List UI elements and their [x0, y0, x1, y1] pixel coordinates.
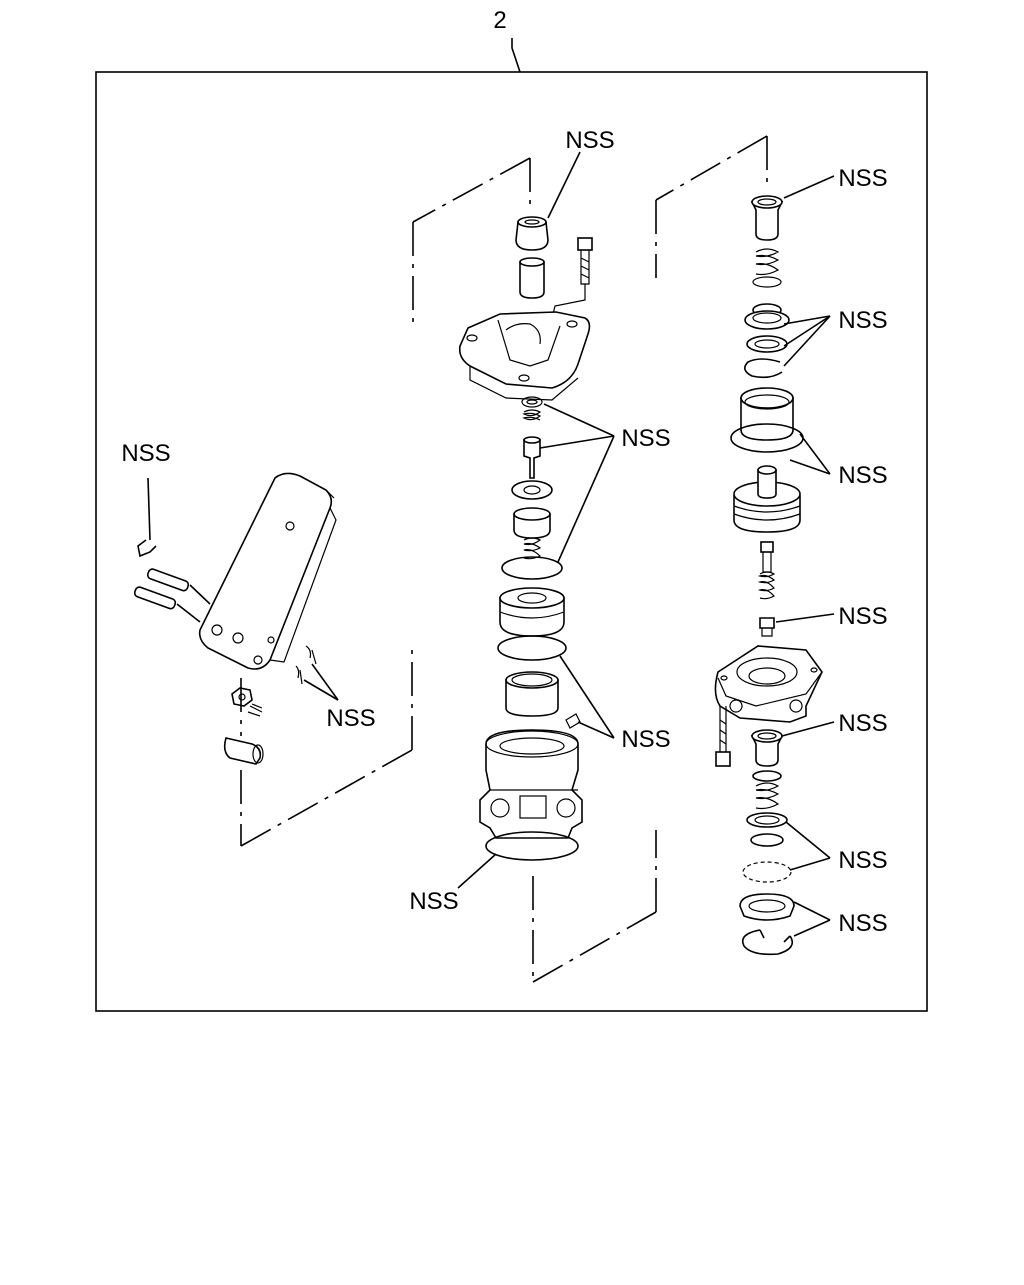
small-spring	[522, 409, 542, 421]
callout-right-screw: NSS	[838, 603, 887, 630]
callout-pedal-pins: NSS	[326, 705, 375, 732]
middle-oring	[497, 635, 567, 661]
leader-lines	[147, 151, 835, 937]
washer	[511, 480, 553, 500]
pedal-nut	[231, 687, 253, 707]
bottom-oring	[485, 831, 579, 861]
item-number-leader	[511, 38, 521, 73]
small-oring	[521, 396, 543, 408]
callout-bottom-oring: NSS	[409, 888, 458, 915]
upper-oring	[501, 556, 563, 580]
small-screw	[565, 713, 581, 729]
pedal-stopper-clip	[137, 539, 157, 558]
lower-ring-1	[746, 812, 788, 828]
right-screw	[759, 617, 775, 629]
right-assembly	[655, 135, 823, 956]
callout-right-piston-orings: NSS	[838, 462, 887, 489]
valve-body	[479, 729, 583, 839]
lower-spring	[755, 782, 780, 810]
item-number: 2	[493, 7, 506, 34]
callout-right-bottom-rings: NSS	[838, 910, 887, 937]
plunger	[519, 261, 545, 299]
valve-stem	[523, 439, 541, 479]
callout-upper-seals: NSS	[621, 425, 670, 452]
callout-top-right-valve: NSS	[838, 165, 887, 192]
lower-valve	[750, 735, 784, 767]
callout-upper-rubber-cap: NSS	[565, 127, 614, 154]
housing-bolt	[715, 751, 731, 767]
top-spring	[755, 248, 780, 276]
pedal-pins	[133, 568, 211, 623]
bottom-seal	[739, 893, 795, 921]
assembly-frame	[95, 71, 928, 1012]
valve-spring	[523, 537, 542, 560]
callout-right-upper-rings: NSS	[838, 307, 887, 334]
cylinder	[740, 397, 794, 441]
top-valve	[750, 201, 784, 241]
callout-middle-seals: NSS	[621, 726, 670, 753]
left-assembly-chain	[240, 648, 413, 847]
bottom-snap-ring	[741, 929, 794, 956]
callout-pedal-stopper: NSS	[121, 440, 170, 467]
pedal-assembly	[133, 472, 337, 765]
right-small-bolt	[760, 541, 774, 553]
cover-bolt	[577, 237, 593, 251]
upper-ring-2	[746, 335, 788, 353]
snap-ring	[744, 358, 783, 379]
center-assembly	[412, 157, 657, 983]
rubber-cap	[515, 221, 549, 251]
sleeve	[505, 679, 559, 717]
callout-right-lower-valve: NSS	[838, 710, 887, 737]
top-cover	[458, 311, 591, 389]
callout-right-lower-rings: NSS	[838, 847, 887, 874]
lower-ring-2	[742, 861, 792, 883]
